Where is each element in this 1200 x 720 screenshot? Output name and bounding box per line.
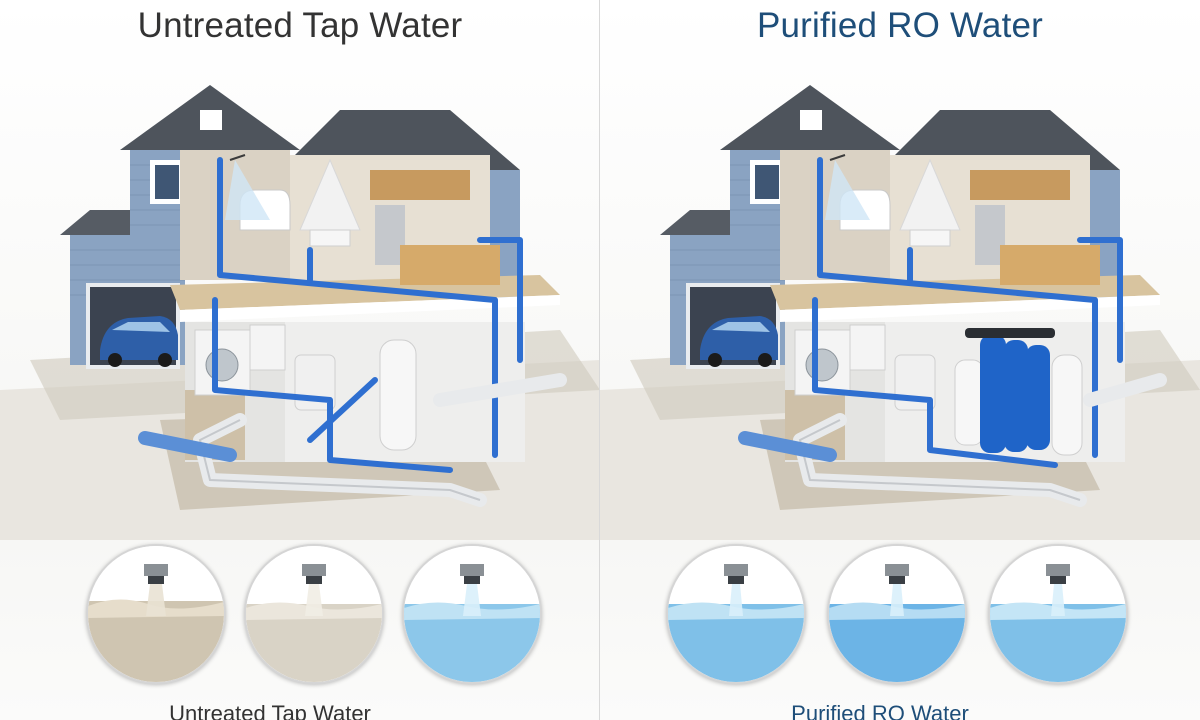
faucet-icon	[724, 564, 748, 576]
faucet-icon	[460, 564, 484, 576]
water-sample-clear-2	[827, 544, 967, 684]
faucet-icon	[885, 564, 909, 576]
car-icon	[100, 316, 178, 367]
washer-dryer-icon	[794, 324, 886, 396]
faucet-icon	[144, 564, 168, 576]
house-cutaway-untreated	[0, 85, 600, 540]
inlet-pipe	[738, 431, 837, 462]
kitchen-cabinets	[970, 170, 1100, 285]
ro-filter-system-icon	[954, 328, 1083, 456]
washer-dryer-icon	[194, 324, 286, 396]
water-sample-murky	[86, 544, 226, 684]
faucet-icon	[1046, 564, 1070, 576]
untreated-caption: Untreated Tap Water	[169, 701, 371, 720]
water-sample-cloudy	[244, 544, 384, 684]
supply-pipes	[812, 157, 1123, 468]
water-sample-clear-3	[988, 544, 1128, 684]
water-sample-clear-left	[402, 544, 542, 684]
untreated-panel: Untreated Tap Water	[0, 6, 600, 720]
purified-panel: Purified RO Water	[600, 0, 1200, 720]
garage	[60, 210, 200, 369]
inlet-pipe	[138, 431, 237, 462]
untreated-title: Untreated Tap Water	[137, 6, 463, 45]
supply-pipes	[212, 157, 523, 473]
garage	[660, 210, 800, 369]
shower-icon	[825, 154, 961, 247]
panel-divider	[599, 0, 600, 720]
faucet-icon	[302, 564, 326, 576]
house-cutaway-purified	[600, 85, 1200, 540]
purified-caption: Purified RO Water	[791, 701, 969, 720]
shower-icon	[225, 154, 361, 247]
water-sample-clear-1	[666, 544, 806, 684]
car-icon	[700, 316, 778, 367]
purified-title: Purified RO Water	[756, 6, 1044, 45]
kitchen-cabinets	[370, 170, 500, 285]
